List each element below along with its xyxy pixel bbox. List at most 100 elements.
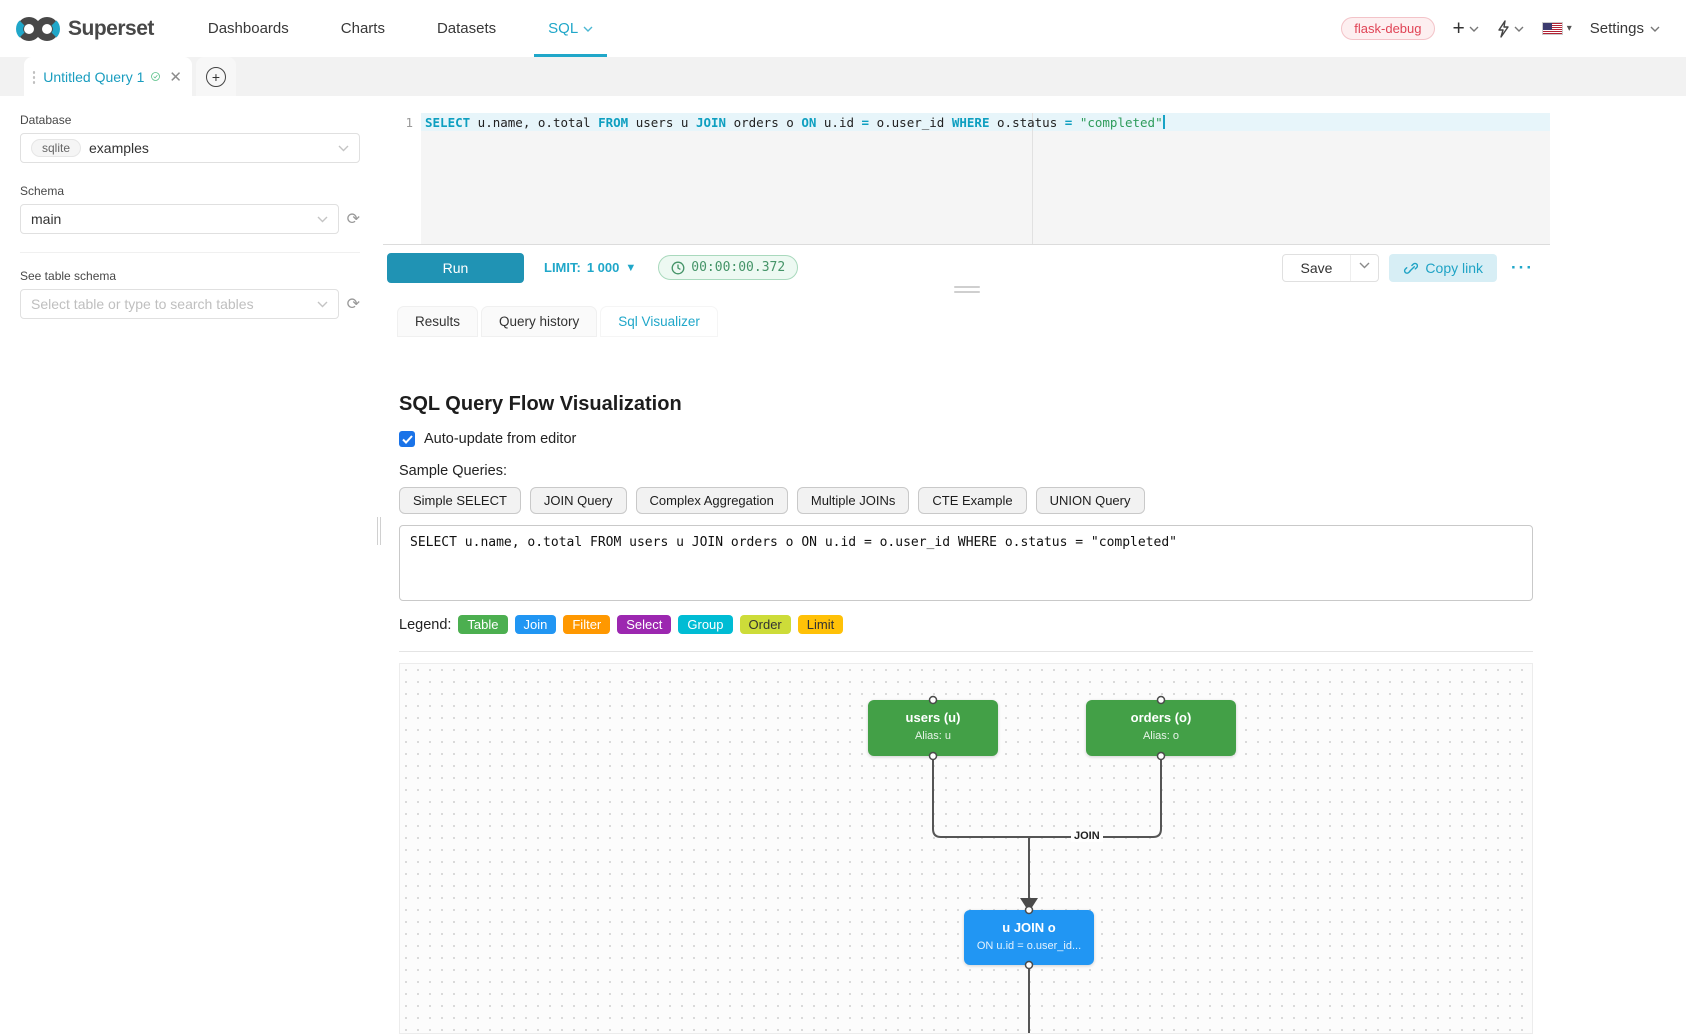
auto-update-checkbox[interactable] [399,431,415,447]
active-line-highlight [421,113,1550,131]
nav-sql[interactable]: SQL [522,0,619,57]
new-query-tab-button[interactable]: + [196,57,236,96]
clock-icon [671,261,685,274]
check-icon [401,434,413,444]
query-tab-strip: Untitled Query 1 ✕ + [0,57,1686,96]
flow-node-users[interactable]: users (u) Alias: u [868,700,998,756]
query-timer: 00:00:00.372 [658,255,799,280]
sqllab-sidebar: Database sqlite examples Schema main ⟳ S… [0,96,380,1034]
nav-datasets[interactable]: Datasets [436,20,497,37]
main-nav: Dashboards Charts Datasets SQL [182,0,619,57]
sidebar-resize-handle[interactable] [377,517,382,545]
copy-link-button[interactable]: Copy link [1389,253,1498,282]
print-margin-line [1032,113,1033,244]
nav-charts[interactable]: Charts [340,20,385,37]
sample-complex-aggregation-button[interactable]: Complex Aggregation [635,487,788,514]
query-search-menu[interactable] [1497,19,1524,38]
sidebar-divider [20,252,360,253]
brand-name: Superset [68,16,154,40]
query-tab-active[interactable]: Untitled Query 1 ✕ [24,57,192,96]
query-flow-canvas[interactable]: users (u) Alias: u orders (o) Alias: o u… [399,663,1533,1034]
database-label: Database [20,113,72,127]
chevron-down-icon [1359,262,1370,268]
tab-results[interactable]: Results [397,306,479,337]
legend-label: Legend: [399,616,452,633]
run-button[interactable]: Run [387,252,524,283]
language-picker[interactable]: ▾ [1541,22,1572,35]
schema-value: main [31,211,62,227]
chevron-down-icon [1514,26,1524,32]
schema-label: Schema [20,184,65,198]
database-value: examples [89,140,149,156]
legend-chip-limit: Limit [797,615,844,634]
save-button[interactable]: Save [1300,259,1333,276]
link-icon [1404,262,1419,274]
more-menu-button[interactable]: ··· [1511,257,1534,277]
table-schema-label: See table schema [20,269,117,283]
legend-chip-select: Select [617,615,672,634]
legend-chip-order: Order [739,615,791,634]
chevron-down-icon [317,301,328,307]
superset-logo[interactable]: Superset [0,0,182,57]
south-pane-tabs: Results Query history Sql Visualizer [397,306,718,337]
chevron-down-icon [1650,26,1660,32]
pane-resize-handle[interactable] [954,286,980,296]
limit-dropdown[interactable]: LIMIT:1 000 ▼ [544,260,637,275]
refresh-tables-icon[interactable]: ⟳ [346,294,360,313]
lightning-icon [1498,19,1509,38]
chevron-down-icon [1469,26,1479,32]
table-select[interactable]: Select table or type to search tables [20,289,339,319]
page-title: SQL Query Flow Visualization [399,393,682,415]
chevron-down-icon [317,216,328,222]
timer-value: 00:00:00.372 [691,260,786,275]
close-tab-icon[interactable]: ✕ [169,68,182,86]
new-item-menu[interactable]: + [1453,18,1479,39]
caret-down-icon: ▼ [625,261,637,274]
sample-cte-example-button[interactable]: CTE Example [918,487,1027,514]
text-cursor [1162,115,1165,129]
drag-grip-icon[interactable] [32,69,37,84]
refresh-schemas-icon[interactable]: ⟳ [346,209,360,228]
table-select-placeholder: Select table or type to search tables [31,296,254,312]
legend-chip-join: Join [514,615,557,634]
save-options-button[interactable] [1350,254,1378,281]
caret-down-icon: ▾ [1566,23,1572,34]
sample-simple-select-button[interactable]: Simple SELECT [399,487,521,514]
superset-infinity-icon [16,16,60,41]
flow-node-orders[interactable]: orders (o) Alias: o [1086,700,1236,756]
legend-row: Legend: Table Join Filter Select Group O… [399,615,844,634]
join-edge-label: JOIN [1071,830,1103,842]
sample-queries-row: Simple SELECT JOIN Query Complex Aggrega… [399,487,1145,514]
content-divider [399,651,1533,652]
tab-query-history[interactable]: Query history [481,306,598,337]
top-navbar: Superset Dashboards Charts Datasets SQL … [0,0,1686,57]
chevron-down-icon [338,145,349,151]
save-split-button: Save [1281,253,1380,282]
plus-icon: + [1452,17,1465,40]
database-select[interactable]: sqlite examples [20,133,360,163]
nav-dashboards[interactable]: Dashboards [207,20,289,37]
us-flag-icon [1541,22,1563,35]
legend-chip-table: Table [458,615,508,634]
tab-sql-visualizer[interactable]: Sql Visualizer [600,306,718,337]
environment-badge: flask-debug [1341,17,1435,40]
sql-input-textarea[interactable]: SELECT u.name, o.total FROM users u JOIN… [399,525,1533,601]
legend-chip-group: Group [678,615,733,634]
auto-update-label: Auto-update from editor [424,431,577,447]
sample-queries-label: Sample Queries: [399,463,507,479]
chevron-down-icon [583,26,593,32]
editor-gutter: 1 [383,113,421,244]
flow-node-join[interactable]: u JOIN o ON u.id = o.user_id... [964,910,1094,965]
sample-join-query-button[interactable]: JOIN Query [529,487,627,514]
sql-editor[interactable]: 1 SELECT u.name, o.total FROM users u JO… [383,113,1550,245]
plus-circle-icon: + [206,66,226,87]
schema-select[interactable]: main [20,204,339,234]
legend-chip-filter: Filter [563,615,611,634]
settings-menu[interactable]: Settings [1590,20,1660,37]
database-engine-tag: sqlite [31,139,82,157]
sql-code-line: SELECT u.name, o.total FROM users u JOIN… [425,115,1165,130]
sample-union-query-button[interactable]: UNION Query [1035,487,1145,514]
sample-multiple-joins-button[interactable]: Multiple JOINs [796,487,910,514]
check-circle-icon [151,72,161,81]
editor-toolbar: Run LIMIT:1 000 ▼ 00:00:00.372 Save Copy… [383,245,1550,290]
